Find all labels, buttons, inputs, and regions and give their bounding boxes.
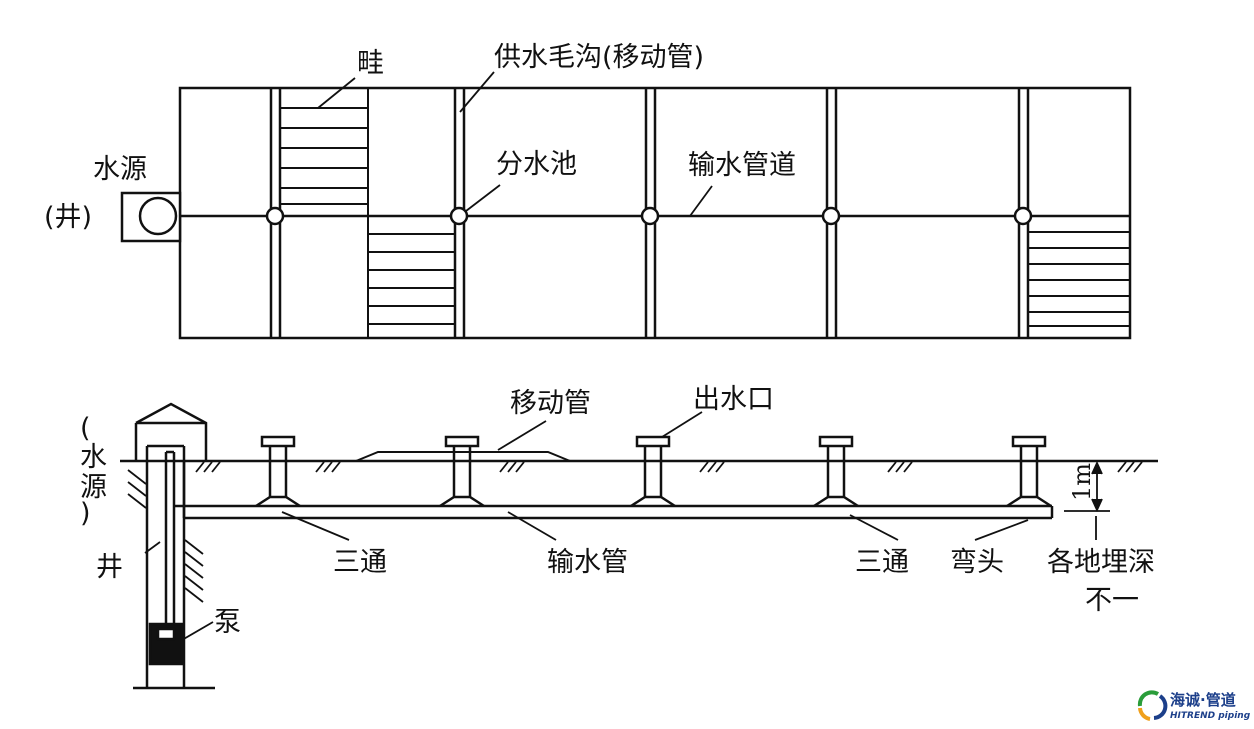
water-source-vertical-3: )	[80, 498, 91, 529]
section-labels: 移动管 出水口 ( 水 源 ) 井 泵 三通 输水管 三通 弯头 1m 各地埋深…	[80, 384, 1155, 638]
tee-label-right: 三通	[855, 547, 909, 578]
ridge-label: 畦	[357, 48, 384, 79]
outlets	[255, 435, 1052, 508]
soil-hatch-ground	[195, 461, 1143, 473]
outlet-label: 出水口	[693, 384, 774, 415]
section-leaders	[144, 411, 1097, 641]
outlet-5	[1006, 435, 1052, 508]
plan-leaders	[317, 71, 713, 217]
ridges-right	[1028, 231, 1130, 327]
brand-logo: 海诚·管道 HITREND piping	[1137, 690, 1251, 721]
plan-well	[120, 191, 182, 243]
outlet-2	[439, 435, 485, 508]
conveyance-pipeline-label: 输水管道	[688, 150, 796, 181]
pump-icon	[148, 622, 184, 666]
ridges-middle	[367, 216, 455, 338]
water-source-vertical-1: 水	[80, 442, 107, 473]
supply-ditch-label: 供水毛沟(移动管)	[494, 42, 704, 73]
soil-hatch-well	[127, 469, 204, 603]
plan-view	[120, 71, 1132, 340]
tee-label-left: 三通	[333, 547, 387, 578]
depth-label: 1m	[1068, 463, 1096, 501]
pump-label: 泵	[214, 607, 241, 638]
well-label: 井	[96, 552, 123, 583]
depth-dimension	[1064, 460, 1110, 513]
water-source-vertical-0: (	[80, 413, 91, 444]
water-source-label: 水源	[93, 154, 147, 185]
movable-pipe	[355, 451, 571, 462]
distribution-pool-label: 分水池	[496, 149, 577, 180]
section-view	[120, 402, 1158, 690]
plan-labels: 畦 供水毛沟(移动管) 水源 (井) 分水池 输水管道	[44, 42, 796, 233]
conveyance-pipe-label: 输水管	[547, 547, 628, 578]
burial-note-line2: 不一	[1085, 585, 1139, 616]
logo-brand-en: HITREND piping	[1170, 711, 1251, 721]
movable-pipe-label: 移动管	[510, 388, 591, 419]
logo-swirl-icon	[1137, 690, 1168, 721]
burial-note-line1: 各地埋深	[1047, 547, 1155, 578]
ridges-top	[280, 88, 369, 216]
well-house	[134, 402, 208, 461]
elbow-label: 弯头	[950, 547, 1004, 578]
buried-pipe	[174, 461, 1054, 520]
logo-brand-cn: 海诚·管道	[1170, 691, 1236, 709]
water-source-vertical-2: 源	[80, 472, 107, 503]
outlet-1	[255, 435, 301, 508]
outlet-4	[813, 435, 859, 508]
plan-well-label: (井)	[44, 202, 92, 233]
distribution-pools	[265, 206, 1033, 226]
outlet-3	[630, 435, 676, 508]
